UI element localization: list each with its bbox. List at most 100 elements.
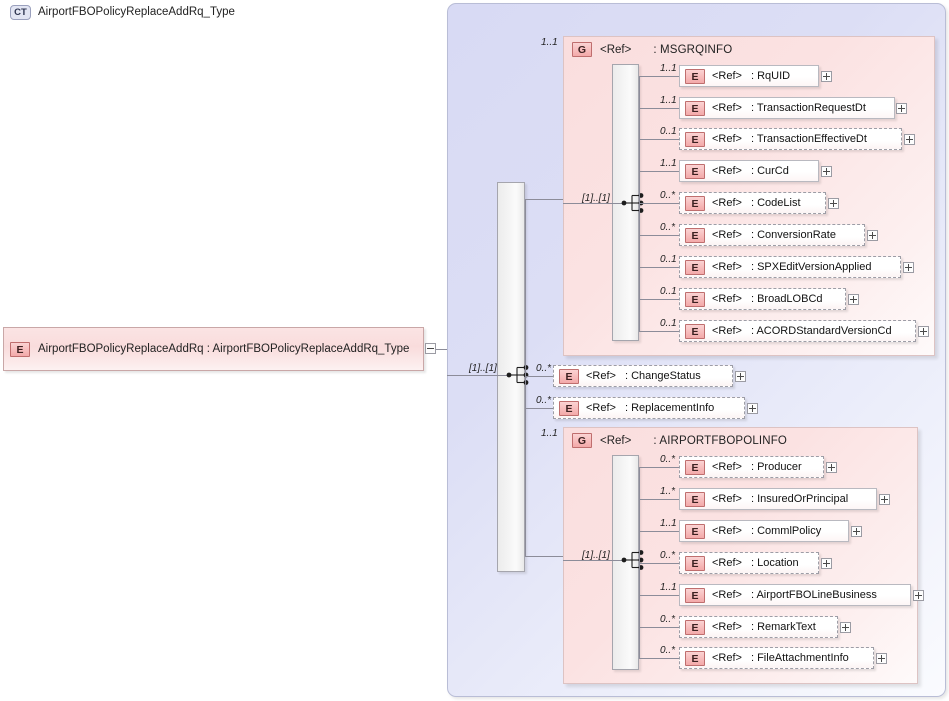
element-badge-icon: E [685, 100, 705, 116]
cardinality-rquid: 1..1 [660, 63, 677, 74]
msgrqinfo-sequence-cardinality: [1]..[1] [582, 193, 610, 204]
element-name-label: : SPXEditVersionApplied [750, 261, 872, 273]
expand-toggle-fileattachmentinfo[interactable] [876, 653, 887, 664]
expand-toggle-airportfbolinebusiness[interactable] [913, 590, 924, 601]
branch-stub-curcd [639, 171, 679, 172]
expand-toggle-changestatus[interactable] [735, 371, 746, 382]
group-ref-label: <Ref> [600, 43, 632, 56]
element-ref-label: <Ref> [712, 461, 742, 473]
outer-sequence-bar [497, 182, 525, 572]
group-ref-label: <Ref> [600, 434, 632, 447]
cardinality-replacementinfo: 0..* [536, 395, 552, 406]
expand-toggle-acordstandardversioncd[interactable] [918, 326, 929, 337]
element-badge-icon: E [559, 400, 579, 416]
expand-toggle-spxeditversionapplied[interactable] [903, 262, 914, 273]
cardinality-spxeditversionapplied: 0..1 [660, 254, 677, 265]
element-badge-icon: E [685, 259, 705, 275]
element-row-fileattachmentinfo[interactable]: E <Ref> : FileAttachmentInfo [679, 647, 874, 669]
element-row-replacementinfo[interactable]: E <Ref> : ReplacementInfo [553, 397, 745, 419]
expand-toggle-commlpolicy[interactable] [851, 526, 862, 537]
airportfbopolinfo-sequence-bar [612, 455, 639, 670]
expand-toggle-broadlobcd[interactable] [848, 294, 859, 305]
cardinality-location: 0..* [660, 550, 676, 561]
element-name-label: : RemarkText [750, 621, 816, 633]
expand-toggle-producer[interactable] [826, 462, 837, 473]
connector-into-msgrqinfo-sequence [563, 203, 625, 204]
branch-stub-commlpolicy [639, 531, 679, 532]
cardinality-conversionrate: 0..* [660, 222, 676, 233]
element-badge-icon: E [685, 227, 705, 243]
airportfbopolinfo-sequence-cardinality: [1]..[1] [582, 550, 610, 561]
expand-toggle-transactionrequestdt[interactable] [896, 103, 907, 114]
element-row-acordstandardversioncd[interactable]: E <Ref> : ACORDStandardVersionCd [679, 320, 916, 342]
element-badge-icon: E [685, 131, 705, 147]
element-row-codelist[interactable]: E <Ref> : CodeList [679, 192, 826, 214]
group-badge-icon: G [572, 433, 592, 448]
expand-toggle-codelist[interactable] [828, 198, 839, 209]
complex-type-name: AirportFBOPolicyReplaceAddRq_Type [38, 6, 235, 18]
element-row-rquid[interactable]: E <Ref> : RqUID [679, 65, 819, 87]
outer-sequence-cardinality: [1]..[1] [469, 363, 497, 374]
cardinality-curcd: 1..1 [660, 158, 677, 169]
expand-toggle-insuredorprincipal[interactable] [879, 494, 890, 505]
element-ref-label: <Ref> [586, 370, 616, 382]
expand-toggle-conversionrate[interactable] [867, 230, 878, 241]
element-row-conversionrate[interactable]: E <Ref> : ConversionRate [679, 224, 865, 246]
element-row-changestatus[interactable]: E <Ref> : ChangeStatus [553, 365, 733, 387]
element-row-producer[interactable]: E <Ref> : Producer [679, 456, 824, 478]
element-ref-label: <Ref> [712, 525, 742, 537]
expand-toggle-replacementinfo[interactable] [747, 403, 758, 414]
group-title-airportfbopolinfo[interactable]: G <Ref> : AIRPORTFBOPOLINFO [572, 433, 787, 448]
element-ref-label: <Ref> [712, 557, 742, 569]
element-row-remarktext[interactable]: E <Ref> : RemarkText [679, 616, 838, 638]
airportfbopolinfo-branch-spine [639, 467, 640, 658]
element-row-broadlobcd[interactable]: E <Ref> : BroadLOBCd [679, 288, 846, 310]
element-name-label: : TransactionRequestDt [750, 102, 866, 114]
element-row-curcd[interactable]: E <Ref> : CurCd [679, 160, 819, 182]
branch-stub-rquid [639, 76, 679, 77]
element-row-spxeditversionapplied[interactable]: E <Ref> : SPXEditVersionApplied [679, 256, 901, 278]
element-row-transactioneffectivedt[interactable]: E <Ref> : TransactionEffectiveDt [679, 128, 902, 150]
element-name-label: : ReplacementInfo [624, 402, 715, 414]
cardinality-insuredorprincipal: 1..* [660, 486, 676, 497]
element-badge-icon: E [685, 650, 705, 666]
element-name-label: : BroadLOBCd [750, 293, 823, 305]
group-name-label: : AIRPORTFBOPOLINFO [653, 434, 787, 447]
element-badge-icon: E [685, 523, 705, 539]
expand-toggle-location[interactable] [821, 558, 832, 569]
root-collapse-toggle[interactable] [425, 343, 436, 354]
element-name-label: : AirportFBOLineBusiness [750, 589, 877, 601]
cardinality-airportfbolinebusiness: 1..1 [660, 582, 677, 593]
outer-branch-stub-msgrqinfo [525, 199, 563, 200]
branch-stub-remarktext [639, 627, 679, 628]
element-row-location[interactable]: E <Ref> : Location [679, 552, 819, 574]
expand-toggle-curcd[interactable] [821, 166, 832, 177]
branch-stub-codelist [639, 203, 679, 204]
element-ref-label: <Ref> [712, 589, 742, 601]
element-ref-label: <Ref> [712, 652, 742, 664]
element-row-transactionrequestdt[interactable]: E <Ref> : TransactionRequestDt [679, 97, 895, 119]
complex-type-badge-icon: CT [10, 5, 31, 20]
element-row-commlpolicy[interactable]: E <Ref> : CommlPolicy [679, 520, 849, 542]
root-element-label: AirportFBOPolicyReplaceAddRq : AirportFB… [38, 342, 410, 355]
sequence-connector-icon [506, 365, 529, 385]
group-title-msgrqinfo[interactable]: G <Ref> : MSGRQINFO [572, 42, 732, 57]
element-badge-icon: E [685, 555, 705, 571]
element-row-airportfbolinebusiness[interactable]: E <Ref> : AirportFBOLineBusiness [679, 584, 911, 606]
outer-branch-stub-airportfbopolinfo [525, 556, 563, 557]
element-badge-icon: E [685, 195, 705, 211]
cardinality-transactionrequestdt: 1..1 [660, 95, 677, 106]
element-name-label: : ACORDStandardVersionCd [750, 325, 892, 337]
expand-toggle-transactioneffectivedt[interactable] [904, 134, 915, 145]
expand-toggle-rquid[interactable] [821, 71, 832, 82]
group-name-label: : MSGRQINFO [653, 43, 733, 56]
branch-stub-acordstandardversioncd [639, 331, 679, 332]
expand-toggle-remarktext[interactable] [840, 622, 851, 633]
element-name-label: : TransactionEffectiveDt [750, 133, 867, 145]
element-row-insuredorprincipal[interactable]: E <Ref> : InsuredOrPrincipal [679, 488, 877, 510]
element-badge-icon: E [559, 368, 579, 384]
cardinality-acordstandardversioncd: 0..1 [660, 318, 677, 329]
connector-into-outer-sequence [447, 375, 511, 376]
root-element-box[interactable]: E AirportFBOPolicyReplaceAddRq : Airport… [3, 327, 424, 371]
element-name-label: : Producer [750, 461, 802, 473]
